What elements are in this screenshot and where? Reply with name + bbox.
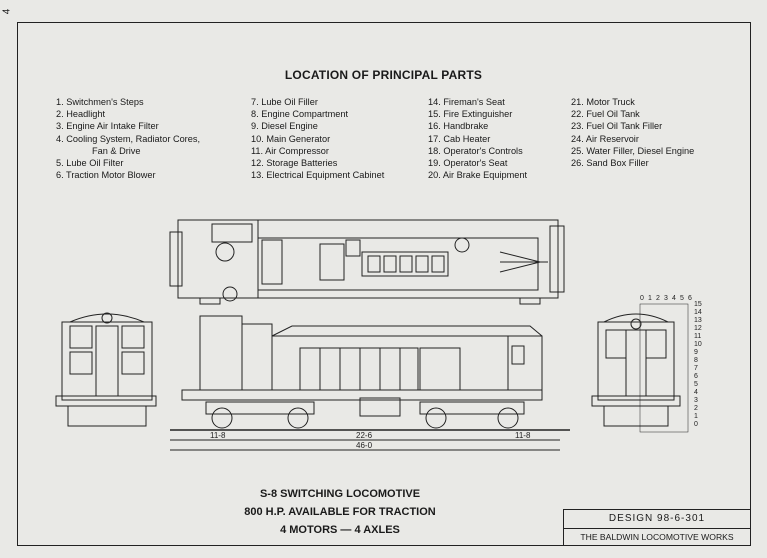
scale-top-label: 6 [688, 295, 692, 302]
scale-side-label: 4 [694, 389, 698, 396]
part-item: 22. Fuel Oil Tank [571, 109, 640, 120]
part-item: 16. Handbrake [428, 121, 489, 132]
part-item: 11. Air Compressor [251, 145, 329, 156]
scale-side-label: 9 [694, 349, 698, 356]
design-number: DESIGN 98-6-301 [564, 510, 750, 529]
scale-grid [639, 303, 689, 433]
part-item: 2. Headlight [56, 109, 106, 120]
scale-side-label: 2 [694, 405, 698, 412]
part-item: 13. Electrical Equipment Cabinet [251, 170, 385, 181]
page-frame [17, 22, 751, 546]
part-item: 25. Water Filler, Diesel Engine [571, 145, 695, 156]
parts-column-1: 1. Switchmen's Steps 2. Headlight 3. Eng… [56, 96, 200, 181]
part-item: 15. Fire Extinguisher [428, 109, 513, 120]
part-item: 18. Operator's Controls [428, 145, 523, 156]
scale-labels: 0 1 2 3 4 5 6 15 14 13 12 11 10 9 8 7 6 … [640, 295, 702, 428]
scale-side-label: 15 [694, 301, 702, 308]
scale-side-label: 12 [694, 325, 702, 332]
scale-side-label: 7 [694, 365, 698, 372]
scale-side-label: 10 [694, 341, 702, 348]
part-item: 14. Fireman's Seat [428, 97, 505, 107]
scale-side-label: 14 [694, 309, 702, 316]
scale-top-label: 4 [672, 295, 676, 302]
scale-side-label: 3 [694, 397, 698, 404]
side-elevation [170, 315, 570, 451]
part-item: 5. Lube Oil Filter [56, 158, 124, 169]
dimension-labels: 11-8 22-6 11-8 46-0 [210, 431, 531, 450]
scale-top-label: 1 [648, 295, 652, 302]
part-item: 1. Switchmen's Steps [56, 97, 144, 107]
part-item: 4. Cooling System, Radiator Cores, [56, 133, 200, 144]
parts-column-4: 21. Motor Truck 22. Fuel Oil Tank 23. Fu… [571, 96, 694, 169]
parts-column-3: 14. Fireman's Seat 15. Fire Extinguisher… [428, 96, 527, 181]
part-item: 17. Cab Heater [428, 133, 491, 144]
part-item: 6. Traction Motor Blower [56, 170, 156, 181]
part-item: 7. Lube Oil Filler [251, 97, 318, 107]
part-item: 10. Main Generator [251, 133, 331, 144]
part-item: 3. Engine Air Intake Filter [56, 121, 159, 132]
part-item: 23. Fuel Oil Tank Filler [571, 121, 663, 132]
part-item: 8. Engine Compartment [251, 109, 349, 120]
part-item: 21. Motor Truck [571, 97, 635, 107]
company-name: THE BALDWIN LOCOMOTIVE WORKS [580, 532, 734, 542]
scale-top-label: 3 [664, 295, 668, 302]
part-item: 9. Diesel Engine [251, 121, 318, 132]
scale-side-label: 5 [694, 381, 698, 388]
dimension-left: 11-8 [210, 431, 226, 440]
horsepower-line: 800 H.P. AVAILABLE FOR TRACTION [244, 506, 436, 518]
dimension-right: 11-8 [515, 431, 531, 440]
motors-axles-line: 4 MOTORS — 4 AXLES [280, 524, 400, 536]
part-item: 26. Sand Box Filler [571, 158, 649, 169]
scale-side-label: 6 [694, 373, 698, 380]
part-item: Fan & Drive [92, 145, 141, 156]
rear-end-view [591, 313, 681, 427]
scale-side-label: 11 [694, 333, 701, 340]
scale-side-label: 1 [694, 413, 698, 420]
page-title: LOCATION OF PRINCIPAL PARTS [284, 68, 483, 82]
locomotive-model: S-8 SWITCHING LOCOMOTIVE [259, 488, 421, 500]
part-item: 20. Air Brake Equipment [428, 170, 528, 181]
scale-side-label: 13 [694, 317, 702, 324]
front-end-view [55, 312, 157, 427]
plan-view [169, 219, 565, 305]
scale-side-label: 0 [694, 421, 698, 428]
part-item: 12. Storage Batteries [251, 158, 338, 169]
dimension-center: 22-6 [356, 431, 373, 440]
parts-column-2: 7. Lube Oil Filler 8. Engine Compartment… [251, 96, 384, 181]
dimension-overall: 46-0 [356, 441, 373, 450]
design-title-block: DESIGN 98-6-301 THE BALDWIN LOCOMOTIVE W… [563, 509, 751, 546]
scale-top-label: 2 [656, 295, 660, 302]
scale-top-label: 5 [680, 295, 684, 302]
part-item: 24. Air Reservoir [571, 133, 639, 144]
scale-side-label: 8 [694, 357, 698, 364]
scale-top-label: 0 [640, 295, 644, 302]
part-item: 19. Operator's Seat [428, 158, 508, 169]
